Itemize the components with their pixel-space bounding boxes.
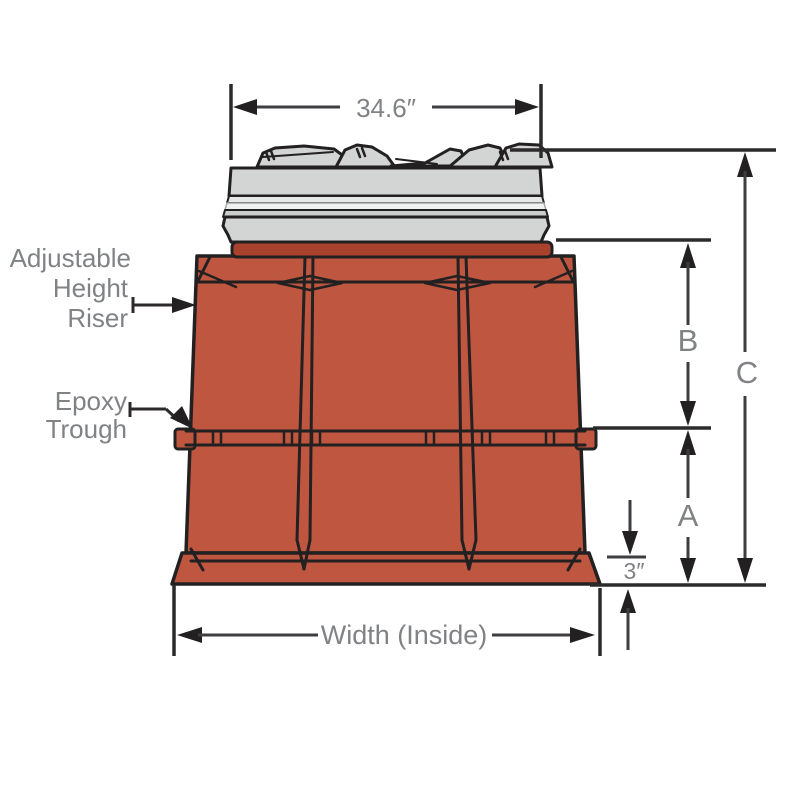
rib-left-a	[295, 255, 307, 542]
arrowhead-down	[622, 531, 638, 555]
arrowhead-up	[680, 430, 696, 455]
arrowhead-up	[620, 589, 636, 613]
top-bevel-left-inner	[197, 269, 238, 289]
dim-inside-width-label: Width (Inside)	[321, 620, 488, 650]
rib-right-flare-b	[467, 538, 478, 571]
top-bevel-left	[196, 255, 212, 283]
callout-trough-arrowhead	[170, 406, 193, 429]
arrowhead-down	[737, 558, 753, 583]
arrowhead-down	[680, 558, 696, 583]
cap-upper-band	[227, 166, 544, 198]
callout-trough-line1: Epoxy	[55, 386, 127, 416]
rib-right-flare-a	[460, 538, 471, 571]
dim-a: A	[678, 430, 699, 583]
dim-c: C	[736, 152, 758, 583]
shoulder-diamond-left	[276, 274, 344, 292]
dim-base-lip-value: 3″	[624, 558, 645, 584]
dim-a-label: A	[678, 498, 699, 533]
cap-group	[221, 142, 554, 244]
callout-riser: Adjustable Height Riser	[10, 243, 196, 333]
dim-cap-width-value: 34.6″	[356, 93, 416, 123]
arrowhead-down	[680, 401, 696, 426]
arrowhead-left	[233, 99, 257, 115]
riser-top-rim	[230, 240, 554, 259]
dim-base-lip: 3″	[607, 500, 646, 650]
arrowhead-up	[680, 243, 696, 268]
callout-riser-line1: Adjustable	[10, 243, 131, 273]
rib-left-flare-a	[295, 538, 306, 571]
base-bevel-right	[566, 547, 582, 572]
callout-trough-line2: Trough	[46, 414, 127, 444]
rock-facet-lines	[262, 146, 510, 165]
cap-lower-band	[221, 215, 551, 244]
arrowhead-left	[177, 627, 202, 643]
cap-rock-top	[255, 142, 554, 169]
rib-left-b	[308, 255, 315, 542]
top-bevel-right	[559, 255, 575, 283]
trough-ticks	[211, 429, 556, 447]
rib-left-flare-b	[302, 538, 312, 571]
cap-stripe-1	[226, 195, 545, 204]
riser-body-group	[170, 240, 602, 586]
rib-right-b	[464, 255, 478, 542]
top-bevel-right-inner	[533, 269, 574, 289]
callout-trough: Epoxy Trough	[46, 386, 193, 444]
arrowhead-up	[737, 152, 753, 177]
rib-right-a	[456, 255, 464, 542]
dim-c-label: C	[736, 355, 758, 390]
callout-riser-arrowhead	[172, 297, 196, 313]
cap-stripe-2	[224, 202, 547, 211]
extension-lines	[172, 148, 776, 656]
callout-riser-line3: Riser	[67, 303, 128, 333]
dim-b-label: B	[678, 323, 699, 358]
epoxy-trough-band	[173, 427, 598, 451]
riser-base-flange	[170, 551, 602, 586]
dim-b: B	[678, 243, 699, 426]
dim-cap-width: 34.6″	[229, 84, 543, 160]
arrowhead-right	[515, 99, 539, 115]
callout-riser-line2: Height	[53, 273, 129, 303]
dim-inside-width: Width (Inside)	[177, 620, 595, 650]
base-bevel-left	[189, 547, 205, 572]
shoulder-diamond-right	[423, 274, 492, 292]
riser-body	[184, 254, 587, 555]
arrowhead-right	[570, 627, 595, 643]
